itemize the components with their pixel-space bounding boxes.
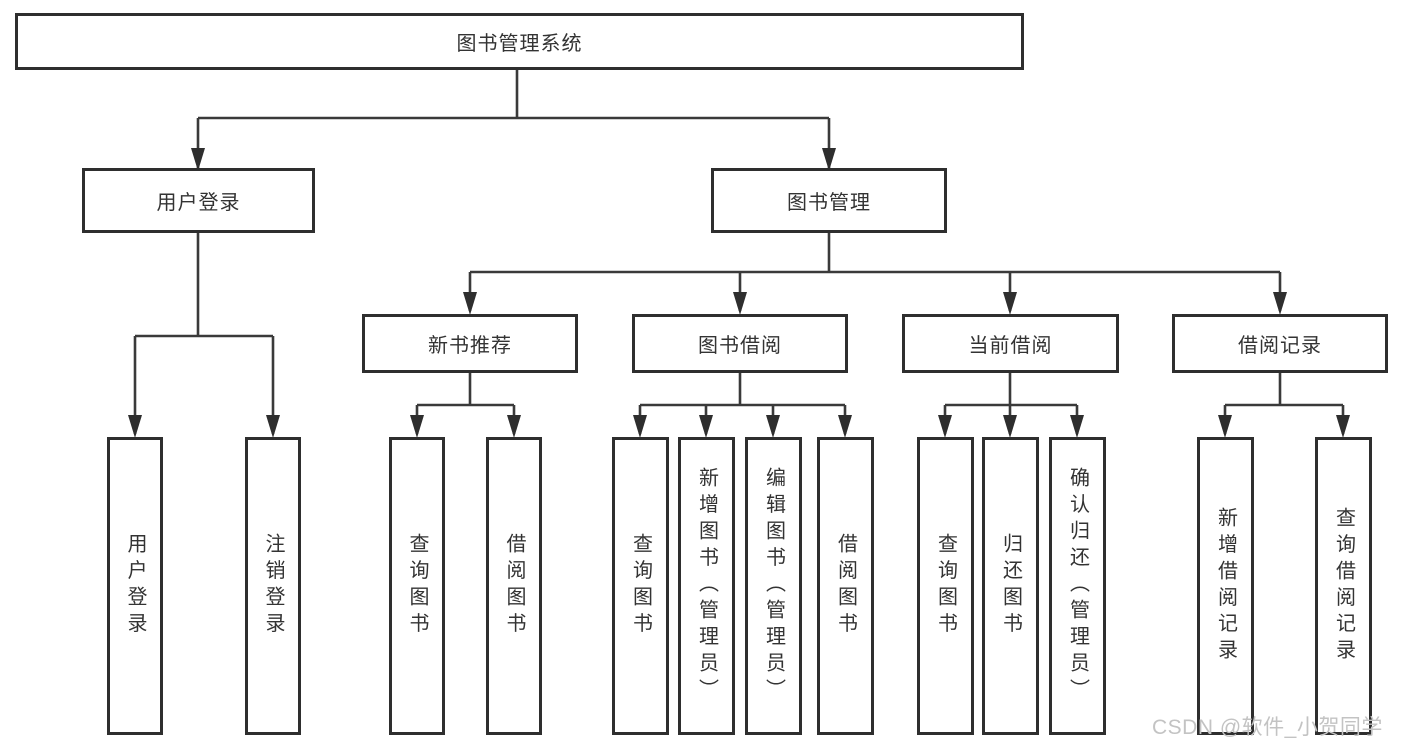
- node-user-login-label: 用户登录: [156, 192, 241, 214]
- leaf-query-books-1-label: 查询图书: [406, 533, 428, 639]
- leaf-query-borrow-record-label: 查询借阅记录: [1332, 506, 1355, 666]
- leaf-add-books-admin: 新增图书（管理员）: [678, 437, 735, 735]
- watermark: CSDN @软件_小贺同学: [1152, 716, 1383, 739]
- leaf-user-login-label: 用户登录: [124, 533, 146, 639]
- leaf-return-books: 归还图书: [982, 437, 1039, 735]
- node-current-borrowing: 当前借阅: [902, 314, 1119, 373]
- leaf-borrow-books-1-label: 借阅图书: [503, 533, 525, 639]
- node-new-book-recommend-label: 新书推荐: [428, 335, 512, 357]
- node-book-management: 图书管理: [711, 168, 947, 233]
- leaf-confirm-return-admin: 确认归还（管理员）: [1049, 437, 1106, 735]
- leaf-query-books-2-label: 查询图书: [629, 533, 652, 639]
- leaf-logout-label: 注销登录: [262, 533, 284, 639]
- node-library-system: 图书管理系统: [15, 13, 1024, 70]
- node-user-login: 用户登录: [82, 168, 315, 233]
- leaf-edit-books-admin: 编辑图书（管理员）: [745, 437, 802, 735]
- leaf-query-books-2: 查询图书: [612, 437, 669, 735]
- node-borrowing-records-label: 借阅记录: [1238, 335, 1322, 357]
- node-current-borrowing-label: 当前借阅: [968, 335, 1053, 357]
- leaf-return-books-label: 归还图书: [999, 533, 1022, 639]
- leaf-logout: 注销登录: [245, 437, 301, 735]
- leaf-add-books-admin-label: 新增图书（管理员）: [695, 467, 718, 705]
- leaf-edit-books-admin-label: 编辑图书（管理员）: [762, 467, 785, 705]
- leaf-add-borrow-record-label: 新增借阅记录: [1214, 506, 1237, 666]
- leaf-query-books-1: 查询图书: [389, 437, 445, 735]
- node-library-system-label: 图书管理系统: [456, 33, 583, 55]
- leaf-query-books-3: 查询图书: [917, 437, 974, 735]
- leaf-add-borrow-record: 新增借阅记录: [1197, 437, 1254, 735]
- node-book-borrowing-label: 图书借阅: [698, 335, 782, 357]
- leaf-borrow-books-2-label: 借阅图书: [834, 533, 857, 639]
- node-new-book-recommend: 新书推荐: [362, 314, 578, 373]
- leaf-query-books-3-label: 查询图书: [934, 533, 957, 639]
- leaf-borrow-books-1: 借阅图书: [486, 437, 542, 735]
- leaf-query-borrow-record: 查询借阅记录: [1315, 437, 1372, 735]
- node-borrowing-records: 借阅记录: [1172, 314, 1388, 373]
- leaf-borrow-books-2: 借阅图书: [817, 437, 874, 735]
- leaf-confirm-return-admin-label: 确认归还（管理员）: [1066, 467, 1089, 705]
- node-book-management-label: 图书管理: [787, 192, 871, 214]
- leaf-user-login: 用户登录: [107, 437, 163, 735]
- node-book-borrowing: 图书借阅: [632, 314, 848, 373]
